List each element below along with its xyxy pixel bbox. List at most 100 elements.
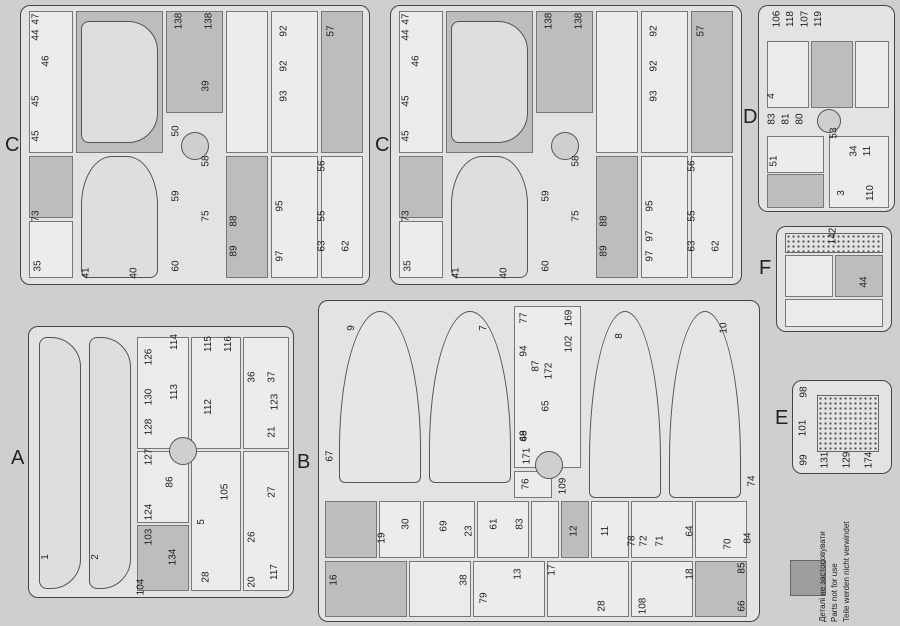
sprue-cell bbox=[321, 156, 363, 278]
part-number: 19 bbox=[376, 532, 388, 544]
part-number: 127 bbox=[143, 448, 155, 466]
part-number: 63 bbox=[316, 240, 328, 252]
part-number: 44 bbox=[30, 29, 42, 41]
part-number: 45 bbox=[30, 95, 42, 107]
part-number: 108 bbox=[637, 597, 649, 615]
part-number: 88 bbox=[228, 215, 240, 227]
part-number: 99 bbox=[798, 454, 810, 466]
sprue-cell bbox=[855, 41, 889, 108]
part-number: 118 bbox=[784, 11, 796, 27]
part-number: 117 bbox=[268, 564, 280, 580]
part-number: 60 bbox=[170, 260, 182, 272]
part-number: 92 bbox=[278, 60, 290, 72]
part-number: 30 bbox=[400, 518, 412, 530]
part-number: 66 bbox=[736, 600, 748, 612]
part-number: 83 bbox=[766, 113, 778, 125]
part-number: 1 bbox=[39, 554, 51, 560]
wing-part bbox=[669, 311, 741, 498]
part-number: 106 bbox=[771, 10, 783, 28]
part-number: 53 bbox=[828, 127, 840, 139]
part-number: 67 bbox=[324, 450, 336, 462]
part-number: 71 bbox=[654, 535, 666, 547]
sprue-cell bbox=[137, 525, 189, 591]
sprue-cell bbox=[399, 156, 443, 218]
unused-parts-swatch bbox=[790, 560, 826, 596]
part-number: 21 bbox=[266, 426, 278, 438]
sprue-cell bbox=[514, 306, 581, 468]
sprue-letter: B bbox=[297, 451, 311, 473]
sprue-cell bbox=[137, 451, 189, 523]
part-number: 73 bbox=[400, 210, 412, 222]
part-number: 110 bbox=[864, 185, 876, 201]
part-number: 34 bbox=[848, 145, 860, 157]
part-number: 40 bbox=[498, 267, 510, 279]
legend-line-ua: Деталі не застосовувати bbox=[818, 531, 827, 622]
sprue-cell bbox=[399, 221, 443, 278]
part-number: 11 bbox=[862, 145, 874, 157]
part-number: 8 bbox=[613, 333, 625, 339]
part-number: 23 bbox=[463, 525, 475, 537]
part-number: 97 bbox=[644, 250, 656, 262]
sprue-cell bbox=[785, 255, 833, 297]
part-number: 114 bbox=[168, 334, 180, 350]
part-number: 84 bbox=[742, 532, 754, 544]
part-number: 126 bbox=[143, 348, 155, 366]
sprue-letter: D bbox=[743, 106, 758, 128]
sprue-cell bbox=[423, 501, 475, 558]
sprue-a: A 1 2 104 103 124 86 127 128 130 126 114… bbox=[11, 326, 294, 598]
part-number: 142 bbox=[827, 227, 839, 245]
part-number: 56 bbox=[316, 160, 328, 172]
part-number: 28 bbox=[596, 600, 608, 612]
part-number: 171 bbox=[521, 447, 533, 465]
sprue-cell bbox=[811, 41, 853, 108]
part-number: 94 bbox=[518, 345, 530, 357]
sprue-cell bbox=[591, 501, 629, 558]
part-number: 101 bbox=[797, 419, 809, 437]
part-number: 104 bbox=[135, 578, 147, 596]
part-number: 69 bbox=[438, 520, 450, 532]
part-number: 46 bbox=[410, 55, 422, 67]
part-number: 93 bbox=[648, 90, 660, 102]
part-number: 138 bbox=[573, 12, 585, 30]
sprue-cell bbox=[477, 501, 529, 558]
part-number: 7 bbox=[477, 325, 489, 331]
part-number: 134 bbox=[167, 548, 179, 566]
part-number: 49 bbox=[518, 430, 530, 442]
part-number: 78 bbox=[626, 535, 638, 547]
sprue-b: B 9 7 77 169 94 87 102 8 10 67 68 171 65… bbox=[297, 300, 760, 622]
part-number: 59 bbox=[170, 190, 182, 202]
sprue-cell bbox=[226, 156, 268, 278]
part-number: 87 bbox=[530, 360, 542, 372]
sprue-cell bbox=[399, 11, 443, 153]
part-number: 39 bbox=[200, 80, 212, 92]
fuselage-half-part bbox=[81, 21, 158, 143]
sprue-cell bbox=[695, 561, 747, 617]
part-number: 172 bbox=[543, 362, 555, 380]
wing-part bbox=[589, 311, 661, 498]
sprue-cell bbox=[379, 501, 421, 558]
sprue-cell bbox=[29, 221, 73, 278]
part-number: 107 bbox=[799, 10, 811, 28]
part-number: 103 bbox=[143, 528, 155, 546]
part-number: 10 bbox=[718, 322, 730, 334]
sprue-cell bbox=[325, 501, 377, 558]
part-number: 112 bbox=[202, 399, 214, 415]
part-number: 116 bbox=[222, 336, 234, 352]
part-number: 77 bbox=[518, 312, 530, 324]
part-number: 105 bbox=[219, 483, 231, 501]
part-number: 45 bbox=[400, 130, 412, 142]
sprue-c-left: C 47 44 46 45 45 138 138 39 50 92 92 93 … bbox=[5, 5, 370, 285]
part-number: 102 bbox=[563, 335, 575, 353]
part-number: 83 bbox=[514, 518, 526, 530]
part-number: 58 bbox=[570, 155, 582, 167]
part-number: 55 bbox=[686, 210, 698, 222]
sprue-cell bbox=[191, 451, 241, 591]
part-number: 36 bbox=[246, 371, 258, 383]
part-number: 35 bbox=[32, 260, 44, 272]
part-number: 38 bbox=[458, 574, 470, 586]
part-number: 70 bbox=[722, 538, 734, 550]
part-number: 65 bbox=[540, 400, 552, 412]
sprue-cell bbox=[409, 561, 471, 617]
part-number: 72 bbox=[638, 535, 650, 547]
sprue-cell bbox=[321, 11, 363, 153]
